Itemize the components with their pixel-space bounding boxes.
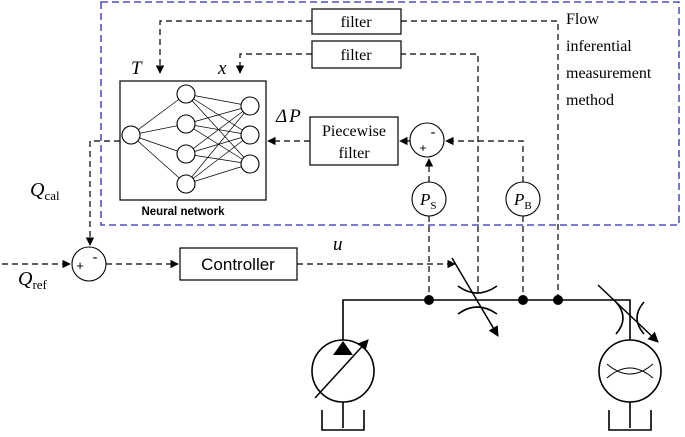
svg-text:method: method: [566, 92, 614, 109]
neural-network-label: Neural network: [141, 206, 225, 218]
hydraulic-motor: [598, 339, 662, 431]
path-filter-top-to-t: [155, 20, 312, 74]
sensor-ps-label: PS: [419, 190, 437, 212]
nn-output-node: [121, 125, 141, 145]
neural-network-connections: [130, 93, 251, 185]
svg-text:Flow: Flow: [566, 11, 599, 28]
filter-top-label: filter: [340, 14, 372, 31]
inferential-measurement-region: [100, 1, 680, 226]
nn-hidden-node: [176, 174, 196, 194]
nn-input-node: [240, 125, 260, 145]
variable-pump: [311, 339, 375, 431]
path-qcal: [85, 140, 120, 246]
junction-dot: [518, 295, 528, 305]
tank-left: [321, 410, 365, 431]
input-x-label: x: [217, 58, 227, 79]
throttle-valve-1: [451, 257, 499, 337]
control-signal-label: u: [333, 234, 343, 255]
filter-second-label: filter: [340, 47, 372, 64]
subtractor-right-minus: -: [431, 124, 436, 141]
piecewise-filter-line1: Piecewise: [322, 123, 386, 140]
piecewise-filter-box: [309, 116, 399, 166]
svg-text:measurement: measurement: [566, 65, 652, 82]
input-t-label: T: [131, 58, 143, 79]
region-title: Flow inferential measurement method: [566, 11, 652, 109]
path-filter-second-to-x: [235, 53, 312, 74]
subtractor-left-plus: +: [76, 258, 84, 273]
qcal-label: Qcal: [30, 179, 60, 203]
junction-dot: [553, 295, 563, 305]
throttle-valve-2: [597, 284, 659, 343]
piecewise-filter-line2: filter: [338, 145, 370, 162]
path-pb-to-subtractor: [445, 136, 524, 182]
sensor-pb-label: PB: [513, 190, 532, 212]
controller-box: [179, 247, 298, 281]
subtractor-right: [409, 122, 445, 158]
path-second-filter-in: [401, 53, 479, 292]
qref-label: Qref: [18, 268, 48, 292]
nn-hidden-node: [176, 84, 196, 104]
junction-dot: [424, 295, 434, 305]
controller-label: Controller: [201, 255, 275, 274]
tank-right: [608, 410, 652, 431]
nn-hidden-node: [176, 114, 196, 134]
main-flow-line: [342, 299, 631, 340]
neural-network-nodes: [121, 84, 260, 194]
nn-input-node: [240, 154, 260, 174]
nn-hidden-node: [176, 144, 196, 164]
nn-input-node: [240, 96, 260, 116]
path-top-filter-in: [401, 20, 559, 300]
subtractor-right-plus: +: [419, 141, 426, 155]
svg-text:inferential: inferential: [566, 38, 632, 55]
subtractor-left-minus: -: [93, 249, 98, 266]
